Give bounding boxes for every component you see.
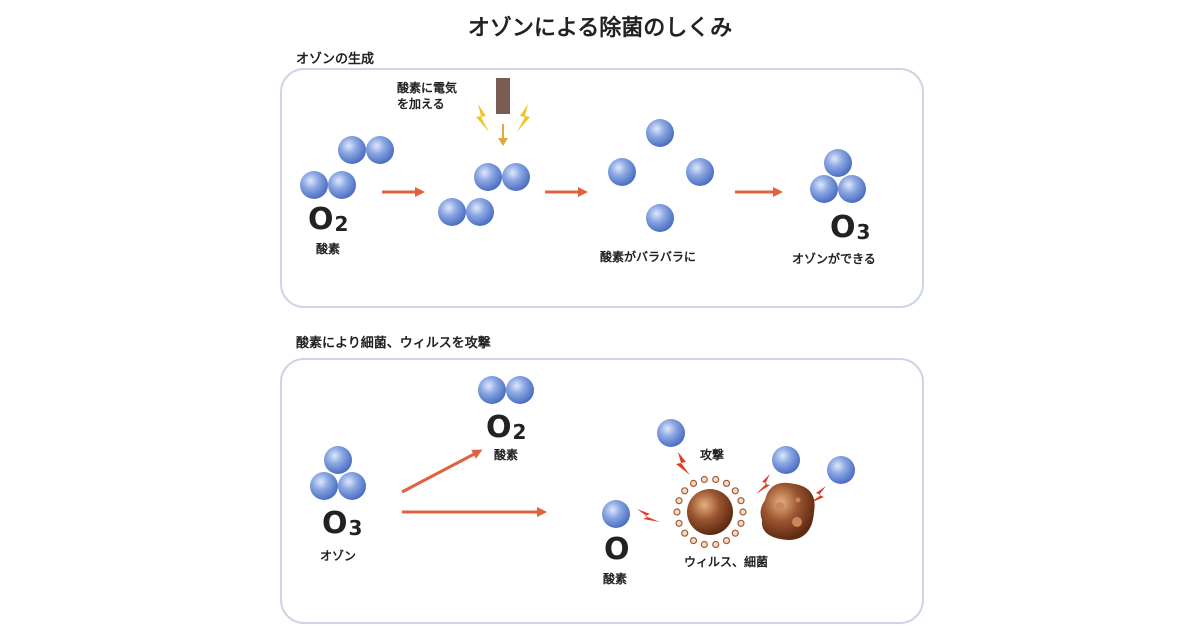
virus-halo-dot	[681, 529, 689, 537]
oxygen-atom-attacker	[772, 446, 800, 474]
bacteria-icon	[760, 482, 815, 540]
virus-halo-dot	[689, 479, 698, 487]
virus-halo-dot	[731, 529, 739, 537]
apply-electricity-label: 酸素に電気 を加える	[397, 81, 458, 111]
o3-molecule-source	[310, 446, 366, 500]
arrow-to-o2	[401, 449, 483, 494]
o3-formula-source: O3	[322, 506, 364, 541]
lightning-icon	[637, 452, 826, 522]
virus-halo-dot	[712, 540, 720, 549]
oxygen-atom-attacker	[657, 419, 685, 447]
o2-formula-result: O2	[486, 410, 528, 445]
oxygen-atom-caption: 酸素	[603, 572, 628, 586]
virus-halo-dot	[700, 475, 708, 484]
section1-label: オゾンの生成	[296, 52, 375, 67]
virus-halo-dot	[737, 519, 745, 527]
scattered-oxygen-atoms	[608, 119, 714, 232]
virus-halo-dot	[675, 497, 683, 505]
oxygen-atom-formula: O	[604, 532, 631, 567]
virus-halo-dot	[722, 479, 731, 487]
o2-result-caption: 酸素	[494, 448, 519, 462]
o2-molecules-energized	[438, 163, 530, 226]
attack-label: 攻撃	[700, 448, 725, 462]
disinfection-panel	[280, 358, 924, 624]
virus-bacteria-caption: ウィルス、細菌	[684, 555, 769, 569]
virus-halo-dot	[722, 536, 731, 545]
virus-halo-dot	[712, 475, 720, 484]
o3-caption: オゾンができる	[792, 252, 876, 266]
oxygen-atom-attacker	[827, 456, 855, 484]
virus-halo-dot	[700, 540, 708, 549]
virus-halo-dot	[731, 487, 739, 495]
electrode-icon	[496, 78, 510, 114]
o2-formula: O2	[308, 202, 350, 237]
virus-halo-dot	[689, 536, 698, 545]
o2-caption: 酸素	[316, 242, 341, 256]
virus-halo-dot	[675, 519, 683, 527]
page-title: オゾンによる除菌のしくみ	[467, 16, 733, 41]
o2-molecule-pair	[300, 136, 394, 199]
spark-icon	[476, 104, 530, 146]
o3-source-caption: オゾン	[320, 549, 357, 563]
o3-molecule	[810, 149, 866, 203]
virus-halo-dot	[739, 508, 747, 516]
o2-molecule-result	[478, 376, 534, 404]
section2-label: 酸素により細菌、ウィルスを攻撃	[296, 336, 491, 351]
scattered-caption: 酸素がバラバラに	[600, 250, 696, 264]
virus-halo-dot	[681, 487, 689, 495]
virus-icon	[673, 475, 747, 549]
virus-halo-dot	[673, 508, 681, 516]
oxygen-atom-attacker	[602, 500, 630, 528]
o3-formula: O3	[830, 210, 872, 245]
virus-halo-dot	[737, 497, 745, 505]
